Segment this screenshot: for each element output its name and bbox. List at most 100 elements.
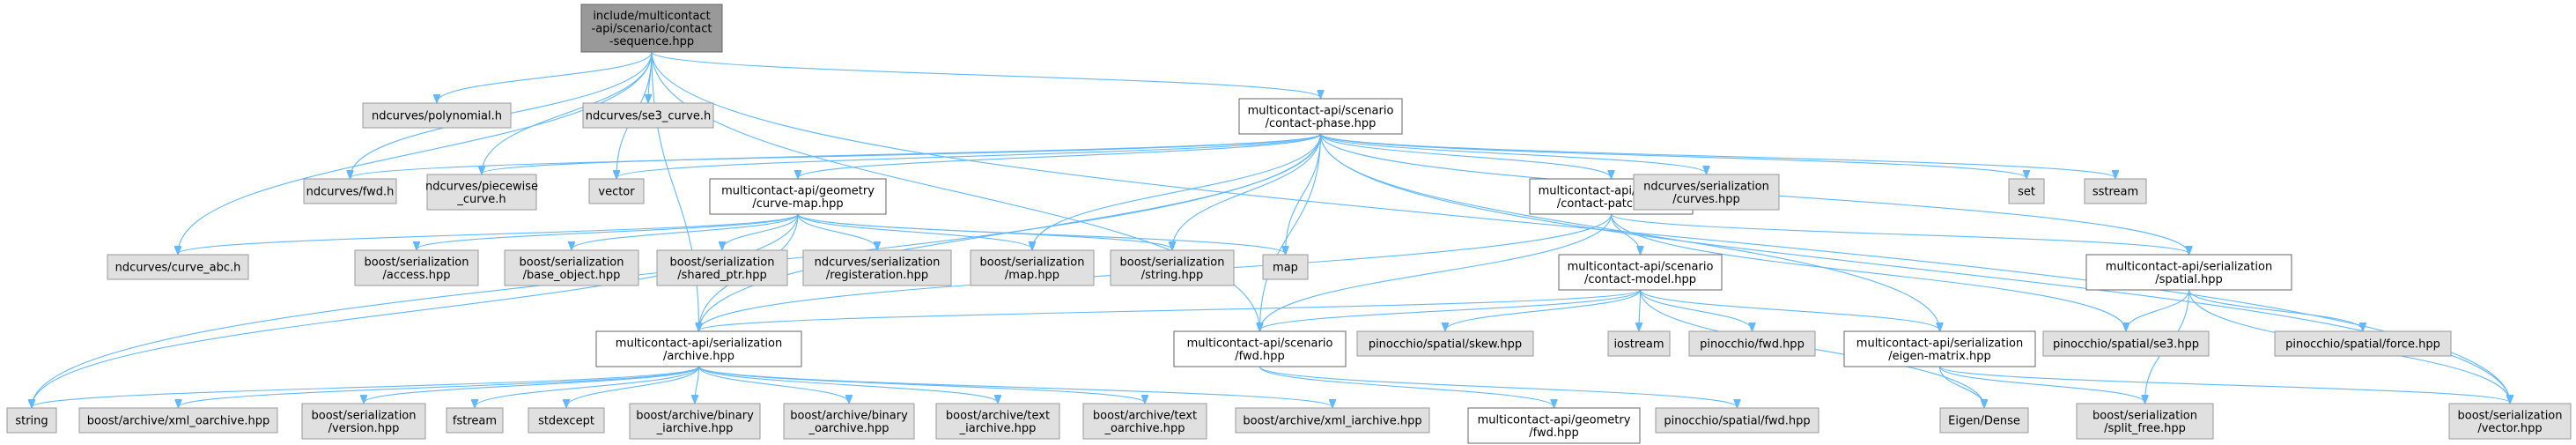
edge-contact_model-to-pin_skew (1445, 289, 1642, 330)
node-label: /curves.hpp (1672, 193, 1739, 206)
node-ser-eigen[interactable]: multicontact-api/serialization/eigen-mat… (1843, 330, 2036, 367)
node-label: /shared_ptr.hpp (677, 269, 767, 282)
node-contact-model[interactable]: multicontact-api/scenario/contact-model.… (1558, 254, 1723, 291)
edge-contact_patch-to-contact_model (1610, 213, 1641, 254)
node-label: ndcurves/se3_curve.h (586, 110, 711, 123)
node-label: include/multicontact (593, 10, 710, 23)
node-bs-split-free: boost/serialization/split_free.hpp (2076, 403, 2214, 440)
node-root[interactable]: include/multicontact-api/scenario/contac… (580, 4, 723, 53)
edge-ser_spatial-to-pin_se3 (2126, 289, 2190, 330)
node-box (1843, 330, 2036, 367)
node-box (1607, 330, 1671, 357)
node-set: set (2008, 178, 2045, 204)
node-label: multicontact-api/serialization (616, 337, 782, 350)
node-nd-se3: ndcurves/se3_curve.h (582, 102, 714, 129)
node-label: pinocchio/spatial/fwd.hpp (1664, 415, 1810, 428)
edge-contact_model-to-ser_archive (699, 289, 1642, 330)
edge-curve_map-to-nd_registeration (797, 213, 877, 249)
edge-curve_map-to-string (32, 213, 799, 407)
node-bs-version: boost/serialization/version.hpp (301, 403, 426, 440)
node-geometry-fwd[interactable]: multicontact-api/geometry/fwd.hpp (1467, 407, 1641, 444)
node-label: boost/serialization (2093, 409, 2197, 422)
node-scenario-fwd[interactable]: multicontact-api/scenario/fwd.hpp (1173, 330, 1347, 367)
node-label: /access.hpp (382, 269, 450, 282)
node-box (301, 403, 426, 440)
node-label: multicontact-api/scenario (1568, 260, 1714, 273)
edge-ser_archive-to-ba_binary_iarchive (695, 366, 700, 403)
node-label: boost/archive/xml_oarchive.hpp (87, 415, 270, 428)
node-box (2084, 178, 2147, 204)
edge-curve_map-to-map (797, 213, 1286, 254)
edge-contact_phase-to-contact_patch (1319, 133, 1612, 178)
node-label: -sequence.hpp (609, 35, 694, 48)
node-box (1110, 249, 1235, 286)
node-curve-map[interactable]: multicontact-api/geometry/curve-map.hpp (709, 178, 887, 215)
edge-ser_eigen-to-bs_split_free (1938, 366, 2145, 403)
node-label: /contact-model.hpp (1584, 273, 1696, 286)
node-label: pinocchio/spatial/skew.hpp (1369, 338, 1522, 352)
node-label: fstream (453, 415, 497, 428)
node-label: multicontact-api/geometry (1478, 413, 1631, 426)
node-ba-text-iarchive: boost/archive/text_iarchive.hpp (935, 403, 1060, 440)
node-label: /base_object.hpp (523, 269, 621, 282)
edge-scenario_fwd-to-geometry_fwd (1258, 366, 1554, 407)
node-box (426, 174, 537, 211)
edge-contact_phase-to-nd_piecewise (482, 133, 1322, 174)
node-ser-spatial[interactable]: multicontact-api/serialization/spatial.h… (2085, 254, 2292, 291)
node-label: multicontact-api/scenario (1187, 337, 1333, 350)
node-label: /archive.hpp (663, 350, 734, 363)
node-label: boost/serialization (364, 256, 469, 269)
edge-contact_phase-to-nd_ser_curves (1319, 133, 1707, 174)
edge-scenario_fwd-to-pin_spatial_fwd (1258, 366, 1738, 407)
node-bs-map: boost/serialization/map.hpp (970, 249, 1095, 286)
node-stdexcept: stdexcept (528, 407, 605, 434)
node-box (2042, 330, 2210, 357)
node-nd-registeration: ndcurves/serialization/registeration.hpp (802, 249, 952, 286)
edge-curve_map-to-bs_access (417, 213, 799, 249)
dependency-nodes: include/multicontact-api/scenario/contac… (6, 4, 2572, 444)
node-label: /eigen-matrix.hpp (1888, 350, 1990, 363)
node-label: boost/serialization (1119, 256, 1224, 269)
node-box (970, 249, 1095, 286)
edge-contact_phase-to-vector (616, 133, 1322, 178)
node-ba-text-oarchive: boost/archive/text_oarchive.hpp (1082, 403, 1207, 440)
node-ser-archive[interactable]: multicontact-api/serialization/archive.h… (595, 330, 802, 367)
node-box (1262, 254, 1309, 280)
node-map: map (1262, 254, 1309, 280)
node-ba-binary-oarchive: boost/archive/binary_oarchive.hpp (783, 403, 915, 440)
edge-contact_patch-to-pin_se3 (1610, 213, 2127, 330)
node-label: map (1273, 262, 1298, 275)
edge-contact_model-to-pin_fwd (1639, 289, 1753, 330)
node-box (1688, 330, 1816, 357)
node-pin-skew: pinocchio/spatial/skew.hpp (1356, 330, 1534, 357)
node-label: /string.hpp (1141, 269, 1204, 282)
node-label: /version.hpp (328, 422, 400, 435)
edge-contact_patch-to-scenario_fwd (1260, 213, 1613, 330)
edge-root-to-nd_curve_abc (178, 51, 653, 254)
node-box (2085, 254, 2292, 291)
edge-contact_phase-to-scenario_fwd (1260, 133, 1322, 330)
node-box (2274, 330, 2452, 357)
node-box (2076, 403, 2214, 440)
node-label: boost/archive/binary (636, 409, 754, 422)
edge-ser_archive-to-ba_xml_oarchive (179, 366, 700, 407)
node-label: -api/scenario/contact (592, 23, 712, 36)
node-box (446, 407, 504, 434)
edge-contact_model-to-iostream (1639, 289, 1641, 330)
node-label: string (15, 415, 48, 428)
node-label: boost/archive/binary (790, 409, 908, 422)
node-label: boost/serialization (669, 256, 774, 269)
node-box (709, 178, 887, 215)
node-box (78, 407, 278, 434)
node-box (1356, 330, 1534, 357)
edge-contact_patch-to-ser_spatial (1610, 213, 2189, 254)
node-box (107, 254, 249, 280)
edge-contact_phase-to-bs_map (1032, 133, 1322, 249)
node-box (656, 249, 788, 286)
node-label: ndcurves/fwd.h (306, 186, 395, 199)
edge-ser_archive-to-ba_xml_iarchive (698, 366, 1333, 407)
edge-curve_map-to-bs_shared_ptr (722, 213, 799, 249)
edge-contact_model-to-ser_eigen (1639, 289, 1940, 330)
node-contact-phase[interactable]: multicontact-api/scenario/contact-phase.… (1238, 98, 1403, 135)
node-box (802, 249, 952, 286)
